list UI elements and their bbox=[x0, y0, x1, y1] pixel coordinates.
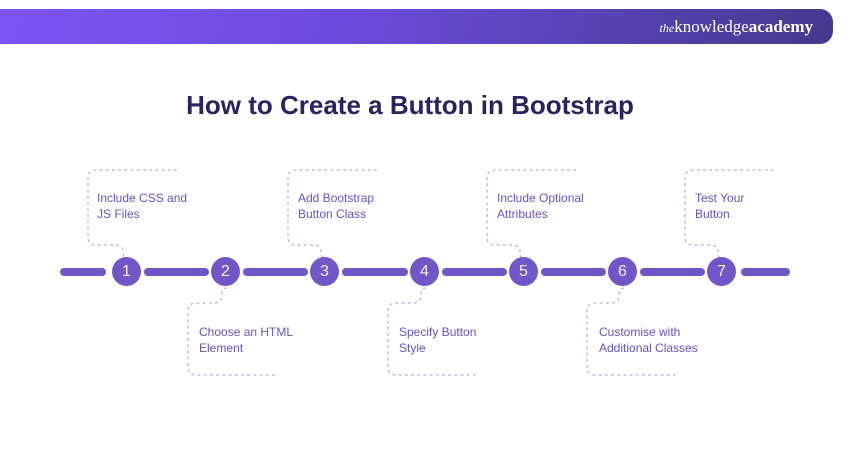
logo-academy: academy bbox=[748, 16, 813, 36]
step-4-bubble-outline bbox=[387, 287, 477, 376]
step-2-label: Choose an HTML Element bbox=[199, 324, 293, 356]
step-3-circle: 3 bbox=[310, 257, 339, 286]
step-7-bubble-outline bbox=[684, 169, 774, 260]
step-2-label-line1: Choose an HTML bbox=[199, 325, 294, 339]
timeline-segment-2-3 bbox=[243, 268, 308, 276]
step-1-circle: 1 bbox=[112, 257, 141, 286]
logo-knowledge: knowledge bbox=[674, 16, 749, 36]
step-4-circle: 4 bbox=[410, 257, 439, 286]
step-2-bubble-outline bbox=[187, 287, 277, 376]
step-7-number: 7 bbox=[717, 263, 726, 280]
step-5-circle: 5 bbox=[509, 257, 538, 286]
step-6-number: 6 bbox=[618, 263, 627, 280]
step-4-label-line2: Style bbox=[399, 341, 426, 355]
step-6-bubble-outline bbox=[586, 287, 676, 376]
step-3-bubble-outline bbox=[287, 169, 377, 260]
step-3-number: 3 bbox=[320, 263, 329, 280]
step-6-label-line1: Customise with bbox=[599, 325, 681, 339]
step-1-label-line1: Include CSS and bbox=[97, 191, 188, 205]
timeline-segment-6-7 bbox=[640, 268, 705, 276]
timeline-segment-1-2 bbox=[144, 268, 209, 276]
step-1-label-line2: JS Files bbox=[97, 207, 140, 221]
step-5-bubble-outline bbox=[486, 169, 576, 260]
step-7-label: Test Your Button bbox=[695, 190, 744, 222]
step-2-label-line2: Element bbox=[199, 341, 244, 355]
step-7-label-line2: Button bbox=[695, 207, 730, 221]
step-3-label-line1: Add Bootstrap bbox=[298, 191, 375, 205]
step-2-number: 2 bbox=[221, 263, 230, 280]
step-6-label: Customise with Additional Classes bbox=[599, 324, 698, 356]
timeline-segment-start bbox=[60, 268, 106, 276]
step-1-bubble-outline bbox=[87, 169, 177, 260]
logo-the: the bbox=[659, 20, 675, 35]
timeline-segment-4-5 bbox=[442, 268, 507, 276]
step-6-circle: 6 bbox=[608, 257, 637, 286]
step-7-label-line1: Test Your bbox=[695, 191, 745, 205]
step-5-number: 5 bbox=[519, 263, 528, 280]
step-7-circle: 7 bbox=[707, 257, 736, 286]
step-4-number: 4 bbox=[420, 263, 429, 280]
step-4-label: Specify Button Style bbox=[399, 324, 476, 356]
step-4-label-line1: Specify Button bbox=[399, 325, 477, 339]
step-3-label: Add Bootstrap Button Class bbox=[298, 190, 374, 222]
step-1-label: Include CSS and JS Files bbox=[97, 190, 187, 222]
step-5-label: Include Optional Attributes bbox=[497, 190, 584, 222]
step-2-circle: 2 bbox=[211, 257, 240, 286]
header-banner: theknowledgeacademy bbox=[0, 9, 833, 44]
step-5-label-line2: Attributes bbox=[497, 207, 548, 221]
timeline-segment-end bbox=[741, 268, 790, 276]
page-title: How to Create a Button in Bootstrap bbox=[186, 90, 634, 120]
step-1-number: 1 bbox=[122, 263, 131, 280]
knowledge-academy-logo: theknowledgeacademy bbox=[660, 17, 813, 37]
step-5-label-line1: Include Optional bbox=[497, 191, 584, 205]
step-3-label-line2: Button Class bbox=[298, 207, 367, 221]
timeline-segment-3-4 bbox=[342, 268, 408, 276]
step-6-label-line2: Additional Classes bbox=[599, 341, 698, 355]
timeline-segment-5-6 bbox=[541, 268, 606, 276]
